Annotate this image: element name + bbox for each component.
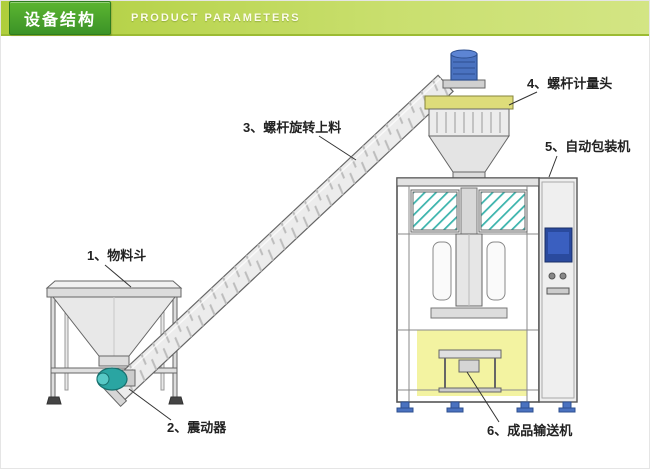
label-material-hopper: 1、物料斗	[87, 248, 146, 263]
label-vibrator: 2、震动器	[167, 420, 227, 435]
auto-packaging-machine	[396, 177, 540, 403]
label-packaging-machine: 5、自动包装机	[545, 139, 630, 154]
control-cabinet	[538, 177, 578, 403]
equipment-structure-diagram: 1、物料斗 2、震动器 3、螺杆旋转上料 4、螺杆计量头 5、自动包装机 6、成…	[1, 38, 649, 468]
leader-line-5	[548, 155, 558, 178]
header-bar: 设备结构 PRODUCT PARAMETERS	[1, 1, 649, 36]
label-screw-feeder: 3、螺杆旋转上料	[243, 120, 341, 135]
forming-tube	[432, 233, 506, 307]
leader-line-6	[466, 371, 500, 423]
center-column	[460, 187, 478, 235]
header-subtitle: PRODUCT PARAMETERS	[131, 11, 301, 24]
machine-feet	[396, 401, 576, 413]
leader-line-3	[318, 135, 357, 161]
leader-line-1	[104, 264, 132, 288]
label-metering-head: 4、螺杆计量头	[527, 76, 612, 91]
control-button	[548, 272, 556, 280]
leader-lines	[104, 91, 558, 423]
label-product-conveyor: 6、成品输送机	[487, 423, 572, 438]
screw-feeder-tube	[102, 74, 454, 408]
film-roller-left	[410, 189, 460, 233]
sealing-jaw	[430, 307, 508, 319]
screw-metering-head	[424, 95, 514, 182]
control-button	[559, 272, 567, 280]
screw-drive-motor	[442, 49, 486, 89]
leader-line-4	[508, 91, 538, 106]
film-roller-right	[478, 189, 528, 233]
section-title-badge: 设备结构	[9, 1, 112, 35]
machine-illustration: 1、物料斗 2、震动器 3、螺杆旋转上料 4、螺杆计量头 5、自动包装机 6、成…	[45, 49, 630, 438]
finished-product-conveyor	[438, 349, 502, 393]
section-title: 设备结构	[24, 11, 97, 29]
leader-line-2	[128, 388, 172, 421]
vibrator	[96, 367, 136, 391]
